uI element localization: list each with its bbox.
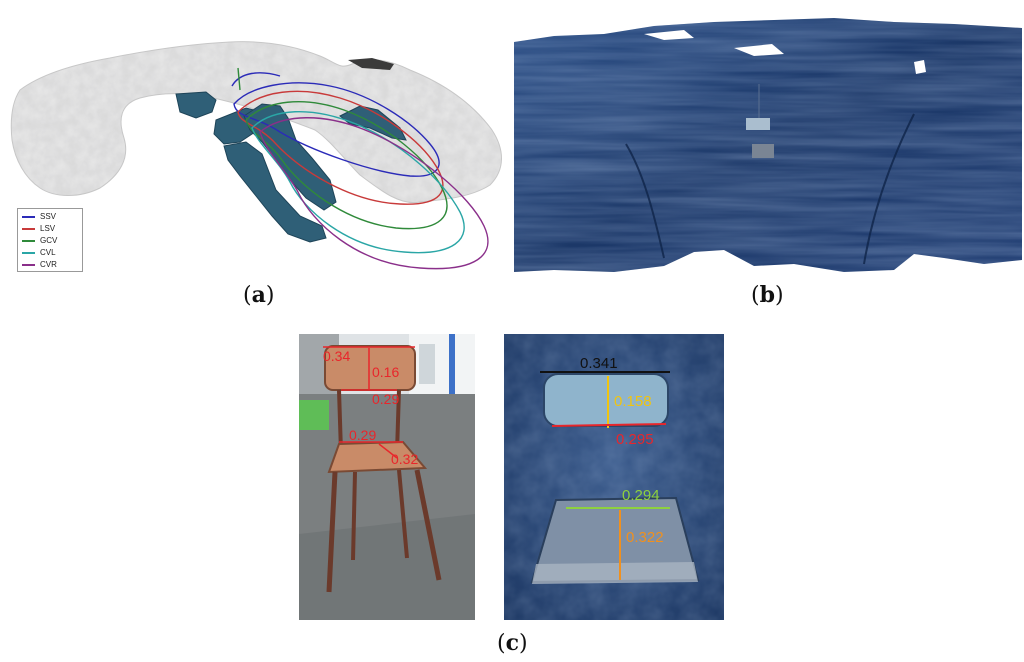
legend-item: SSV [22, 212, 82, 222]
photo-measure-label: 0.32 [391, 451, 418, 467]
panel-c-model: 0.341 0.158 0.295 0.294 0.322 [504, 334, 724, 620]
legend-item: GCV [22, 236, 82, 246]
legend-item: CVL [22, 248, 82, 258]
model-measure-top-width: 0.341 [580, 355, 618, 372]
legend: SSV LSV GCV CVL CVR [17, 208, 83, 272]
seafloor-mesh-trajectories [10, 41, 502, 270]
model-measure-back-height: 0.158 [614, 393, 652, 410]
terrain-mesh [10, 41, 502, 204]
photo-measure-label: 0.34 [323, 348, 350, 364]
panel-c-photo: 0.34 0.16 0.29 0.29 0.32 [299, 334, 475, 620]
trajectories [231, 67, 489, 270]
chair-reconstruction: 0.341 0.158 0.295 0.294 0.322 [504, 334, 724, 620]
chair-photo: 0.34 0.16 0.29 0.29 0.32 [299, 334, 475, 620]
model-measure-seat-width: 0.294 [622, 487, 660, 504]
photo-measure-label: 0.29 [349, 427, 376, 443]
reconstruction-mosaic [514, 18, 1022, 272]
panel-b [514, 14, 1022, 276]
caption-c: (c) [497, 630, 528, 656]
caption-b: (b) [751, 282, 784, 308]
chair-back [746, 118, 770, 130]
model-measure-back-bottom-width: 0.295 [616, 431, 654, 448]
chair-seat [752, 144, 774, 158]
caption-a: (a) [243, 282, 275, 308]
model-measure-seat-depth: 0.322 [626, 529, 664, 546]
legend-item: CVR [22, 260, 82, 270]
legend-item: LSV [22, 224, 82, 234]
photo-measure-label: 0.29 [372, 391, 399, 407]
panel-a [0, 20, 520, 280]
photo-measure-label: 0.16 [372, 364, 399, 380]
